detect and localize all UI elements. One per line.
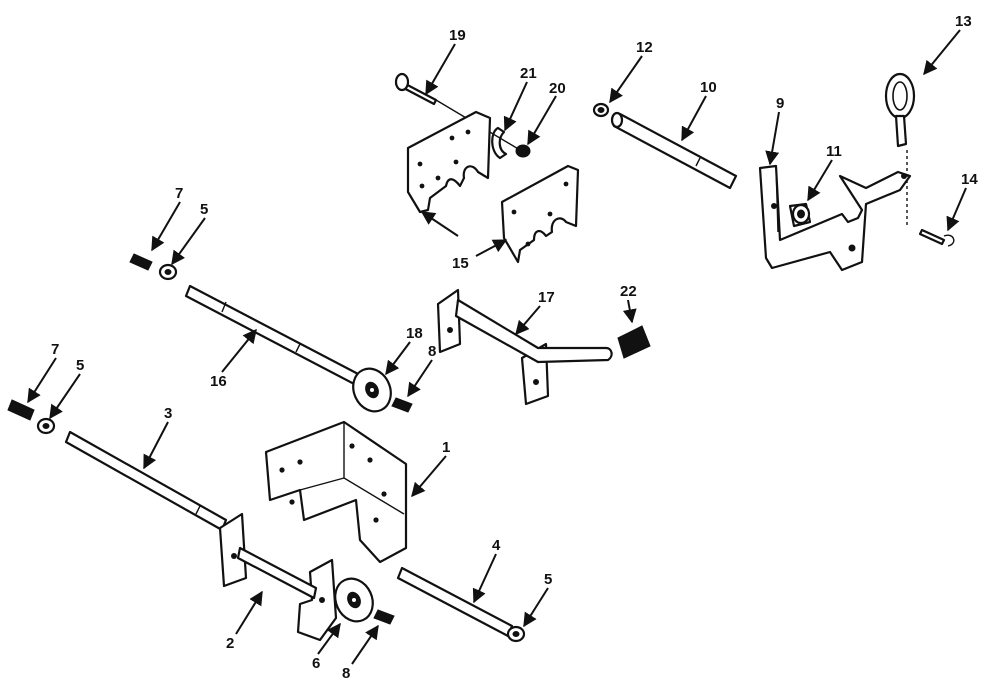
- callout-2: 2: [226, 635, 234, 652]
- shaft-part-10: [610, 111, 738, 190]
- callout-7-lower: 7: [51, 341, 59, 358]
- nut-part-20: [515, 144, 531, 158]
- nut-part-5-upper: [158, 263, 178, 281]
- pulley-part-6: [334, 577, 374, 623]
- callout-3: 4: [492, 537, 501, 554]
- leader-lines: [27, 29, 967, 665]
- callout-5-right: 5: [544, 571, 552, 588]
- shaft-part-16: [184, 284, 364, 388]
- nut-part-5-lower: [36, 417, 56, 435]
- pin-part-14: [906, 150, 955, 247]
- collar-part-11: [788, 202, 812, 228]
- callout-5-upper: 5: [200, 201, 208, 218]
- callout-15: 15: [452, 255, 469, 272]
- callout-17: 17: [538, 289, 555, 306]
- clip-part-21: [491, 126, 508, 160]
- spring-part-7-lower: [7, 399, 35, 421]
- callout-14: 14: [961, 171, 978, 188]
- washer-part-12: [592, 102, 610, 118]
- callout-5-lower: 5: [76, 357, 84, 374]
- callout-6: 6: [312, 655, 320, 672]
- callout-22: 22: [620, 283, 637, 300]
- callout-8-lower: 8: [342, 665, 350, 682]
- shaft-part-3: [396, 566, 514, 638]
- callout-11: 11: [826, 143, 842, 160]
- callout-13: 13: [955, 13, 972, 30]
- bracket-part-17: [436, 288, 613, 406]
- callout-19: 19: [449, 27, 466, 44]
- callout-12: 12: [636, 39, 653, 56]
- callout-7-upper: 7: [175, 185, 183, 202]
- spring-part-7-upper: [129, 253, 153, 271]
- callout-8-upper: 8: [428, 343, 436, 360]
- callout-21: 21: [520, 65, 537, 82]
- spring-part-8-upper: [391, 397, 413, 413]
- bolt-part-19: [394, 72, 438, 106]
- callout-18: 18: [406, 325, 423, 342]
- callout-1: 1: [442, 439, 450, 456]
- callout-16: 16: [210, 373, 227, 390]
- callout-10: 10: [700, 79, 717, 96]
- eyebolt-part-13: [884, 72, 916, 148]
- callout-20: 20: [549, 80, 566, 97]
- callout-labels: 19 21 20 12 10 9 11 13 14 15 7 5 16 18 8…: [51, 13, 978, 682]
- pulley-part-18: [352, 367, 392, 413]
- spring-part-22: [617, 325, 651, 359]
- lever-part-9: [758, 164, 912, 272]
- plate-part-15-upper: [406, 110, 492, 214]
- housing-part-1: [264, 420, 408, 564]
- callout-9: 9: [776, 95, 784, 112]
- spring-part-8-lower: [373, 609, 395, 625]
- bracket-part-2: [218, 512, 338, 642]
- callout-4: 3: [164, 405, 172, 422]
- shaft-part-4: [64, 430, 228, 532]
- plate-part-15-lower: [500, 164, 580, 264]
- nut-part-5-right: [506, 625, 526, 643]
